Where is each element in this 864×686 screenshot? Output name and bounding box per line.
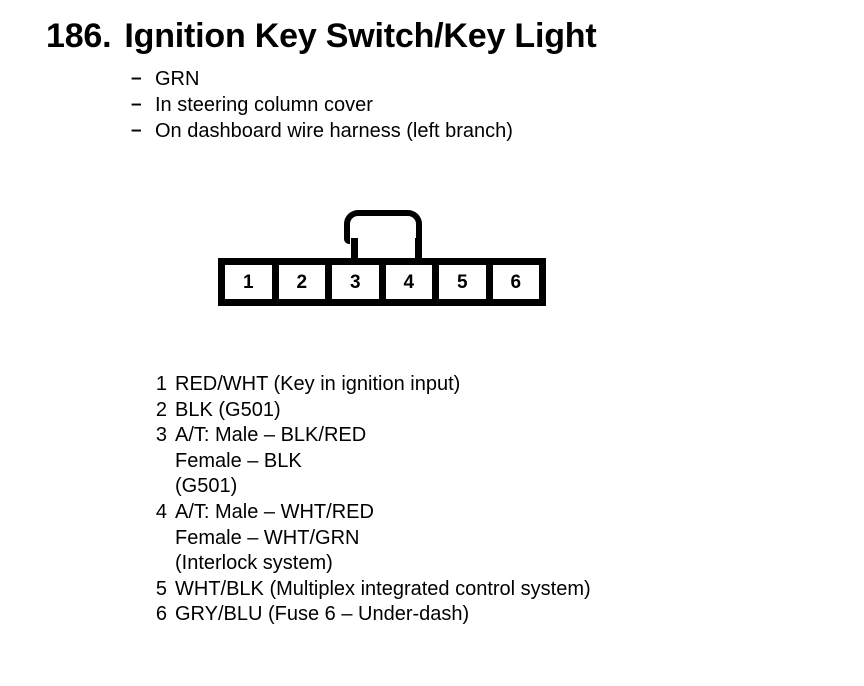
pin-row-continuation: Female – BLK — [145, 449, 805, 475]
pin-row: 3 A/T: Male – BLK/RED — [145, 423, 805, 449]
pin-label: (Interlock system) — [175, 552, 333, 575]
locking-tab-stem-right — [415, 238, 422, 262]
connector-pin-1: 1 — [225, 265, 272, 299]
pin-row: 6 GRY/BLU (Fuse 6 – Under-dash) — [145, 602, 805, 628]
dash-icon: – — [131, 94, 142, 115]
connector-pin-5: 5 — [439, 265, 486, 299]
meta-item-label: GRN — [155, 68, 200, 90]
pin-row: 1 RED/WHT (Key in ignition input) — [145, 372, 805, 398]
dash-icon: – — [131, 120, 142, 141]
connector-body: 1 2 3 4 5 6 — [218, 258, 546, 306]
connector-pin-4: 4 — [385, 265, 432, 299]
pin-label: RED/WHT (Key in ignition input) — [175, 373, 461, 395]
pin-description-list: 1 RED/WHT (Key in ignition input) 2 BLK … — [145, 372, 805, 628]
pin-row-continuation: Female – WHT/GRN — [145, 526, 805, 552]
meta-item-label: In steering column cover — [155, 94, 373, 116]
pin-label: Female – WHT/GRN — [175, 526, 360, 549]
page-title: 186. Ignition Key Switch/Key Light — [46, 16, 597, 56]
pin-row: 5 WHT/BLK (Multiplex integrated control … — [145, 577, 805, 603]
meta-list: – GRN – In steering column cover – On da… — [131, 66, 731, 144]
pin-row-continuation: (Interlock system) — [145, 551, 805, 577]
list-item: – In steering column cover — [131, 92, 731, 118]
pin-label: BLK (G501) — [175, 398, 281, 421]
pin-row: 4 A/T: Male – WHT/RED — [145, 500, 805, 526]
pin-number: 5 — [155, 577, 167, 600]
connector-diagram: 1 2 3 4 5 6 — [218, 210, 546, 306]
connector-pin-3: 3 — [332, 265, 379, 299]
list-item: – On dashboard wire harness (left branch… — [131, 118, 731, 144]
meta-item-label: On dashboard wire harness (left branch) — [155, 120, 513, 142]
list-item: – GRN — [131, 66, 731, 92]
pin-label: (G501) — [175, 475, 238, 498]
page-title-number: 186. — [46, 17, 112, 55]
locking-tab-stem-left — [351, 238, 358, 262]
pin-number: 2 — [155, 398, 167, 421]
page-title-text: Ignition Key Switch/Key Light — [124, 17, 597, 55]
connector-pin-2: 2 — [278, 265, 325, 299]
pin-row-continuation: (G501) — [145, 474, 805, 500]
pin-row: 2 BLK (G501) — [145, 398, 805, 424]
pin-number: 4 — [155, 500, 167, 523]
connector-pin-6: 6 — [492, 265, 539, 299]
pin-label: A/T: Male – BLK/RED — [175, 424, 367, 447]
pin-number: 3 — [155, 424, 167, 447]
pin-number: 6 — [155, 603, 167, 626]
pin-label: WHT/BLK (Multiplex integrated control sy… — [175, 577, 591, 600]
pin-label: A/T: Male – WHT/RED — [175, 500, 374, 523]
pin-label: GRY/BLU (Fuse 6 – Under-dash) — [175, 603, 470, 626]
pin-label: Female – BLK — [175, 449, 302, 472]
dash-icon: – — [131, 68, 142, 89]
pin-number: 1 — [155, 373, 167, 395]
